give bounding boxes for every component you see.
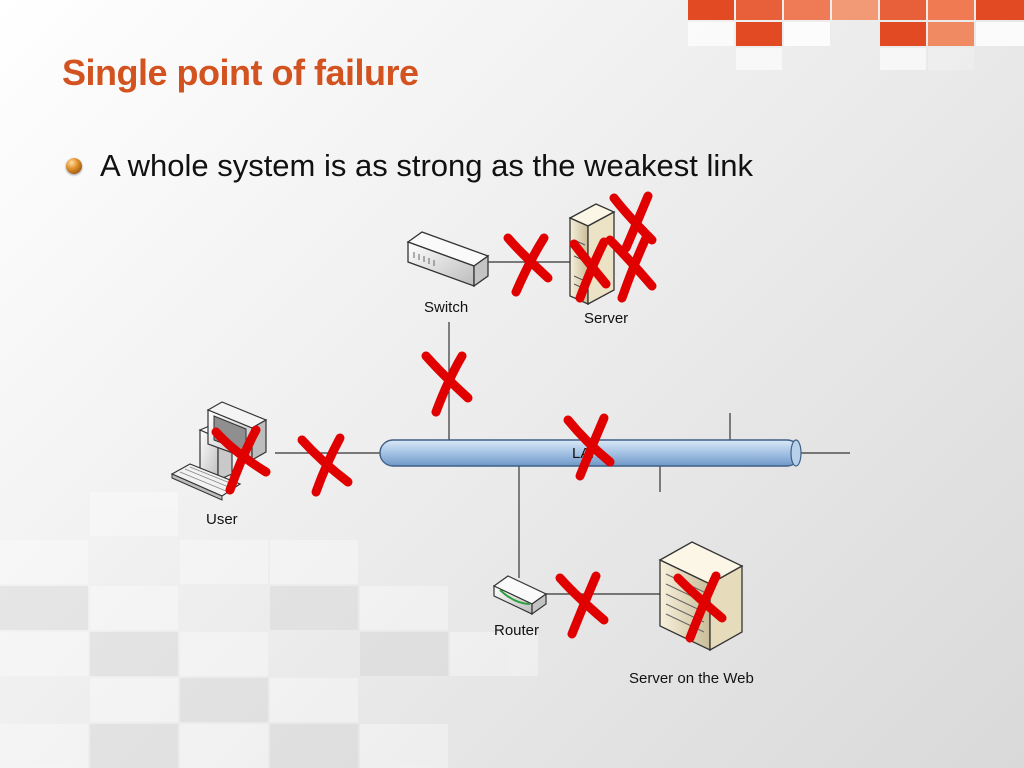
failure-mark-user-pc bbox=[211, 425, 271, 495]
computer-icon bbox=[170, 401, 268, 501]
server-label: Server bbox=[584, 310, 628, 327]
failure-mark-lan bbox=[563, 413, 615, 481]
failure-mark-server-2 bbox=[605, 233, 657, 303]
router-label: Router bbox=[494, 622, 539, 639]
bullet-item: A whole system is as strong as the weake… bbox=[66, 148, 753, 184]
failure-marks bbox=[211, 191, 727, 643]
failure-mark-server-1 bbox=[569, 237, 611, 303]
router-icon bbox=[492, 575, 548, 616]
failure-mark-router-link bbox=[555, 571, 609, 639]
failure-mark-switch-server-link bbox=[503, 233, 553, 297]
web-server-label: Server on the Web bbox=[629, 670, 754, 687]
user-label: User bbox=[206, 511, 238, 528]
bullet-text: A whole system is as strong as the weake… bbox=[100, 148, 754, 183]
failure-mark-web-server bbox=[673, 571, 727, 643]
switch-label: Switch bbox=[424, 299, 468, 316]
slide-title: Single point of failure bbox=[62, 52, 419, 93]
failure-mark-switch-lan-link bbox=[421, 351, 473, 417]
connection-lines bbox=[275, 261, 850, 595]
orb-bullet-icon bbox=[66, 158, 82, 174]
switch-icon bbox=[406, 231, 490, 288]
failure-mark-server-3 bbox=[609, 191, 657, 253]
failure-mark-user-link bbox=[297, 433, 353, 497]
